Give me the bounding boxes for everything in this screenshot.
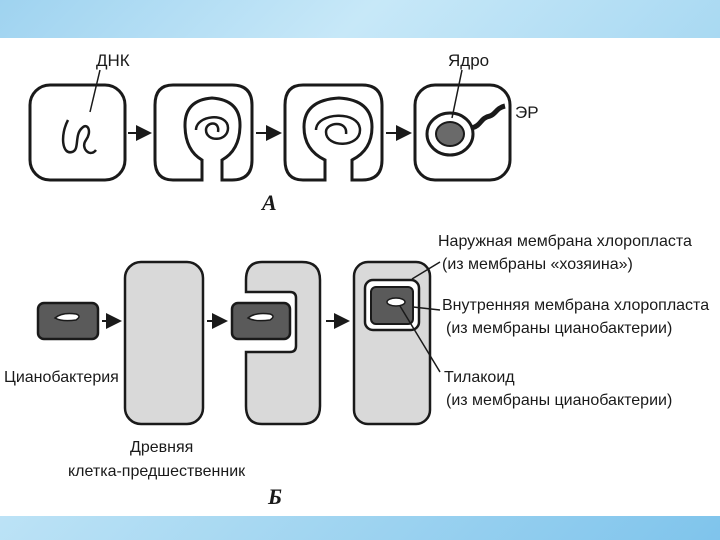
cell-a4 <box>413 83 512 182</box>
nucleus-label: Ядро <box>448 51 489 70</box>
cell-a1 <box>28 83 127 182</box>
er-label: ЭР <box>515 103 539 122</box>
thylakoid-pointer <box>399 305 441 373</box>
panel-b-label: Б <box>267 484 282 509</box>
outer-membrane-pointer <box>411 261 441 280</box>
ancient-cell-label-1: Древняя <box>130 439 193 456</box>
er-membrane <box>471 103 506 131</box>
dna-strand <box>61 119 97 155</box>
ancient-cell-label-2: клетка-предшественник <box>68 463 246 480</box>
cell-a3 <box>283 83 384 182</box>
panel-a-label: А <box>260 190 277 215</box>
ancient-cell <box>123 260 205 426</box>
cell-a2 <box>153 83 254 182</box>
inner-membrane-label-1: Внутренняя мембрана хлоропласта <box>442 297 709 314</box>
cell-with-chloroplast <box>352 260 432 426</box>
engulfing-cell <box>230 260 322 426</box>
inner-membrane-pointer <box>412 306 441 311</box>
dna-label: ДНК <box>96 51 130 70</box>
thylakoid-label-1: Тилакоид <box>444 369 515 386</box>
inner-membrane-label-2: (из мембраны цианобактерии) <box>446 320 672 337</box>
dna-pointer <box>89 69 101 113</box>
nucleus <box>435 121 465 147</box>
thylakoid <box>386 297 406 307</box>
thylakoid-label-2: (из мембраны цианобактерии) <box>446 392 672 409</box>
outer-membrane-label-2: (из мембраны «хозяина») <box>442 256 633 273</box>
cyanobacterium-label: Цианобактерия <box>4 369 119 386</box>
nucleus-pointer <box>451 69 463 119</box>
cyanobacterium <box>36 301 100 341</box>
outer-membrane-label-1: Наружная мембрана хлоропласта <box>438 233 692 250</box>
